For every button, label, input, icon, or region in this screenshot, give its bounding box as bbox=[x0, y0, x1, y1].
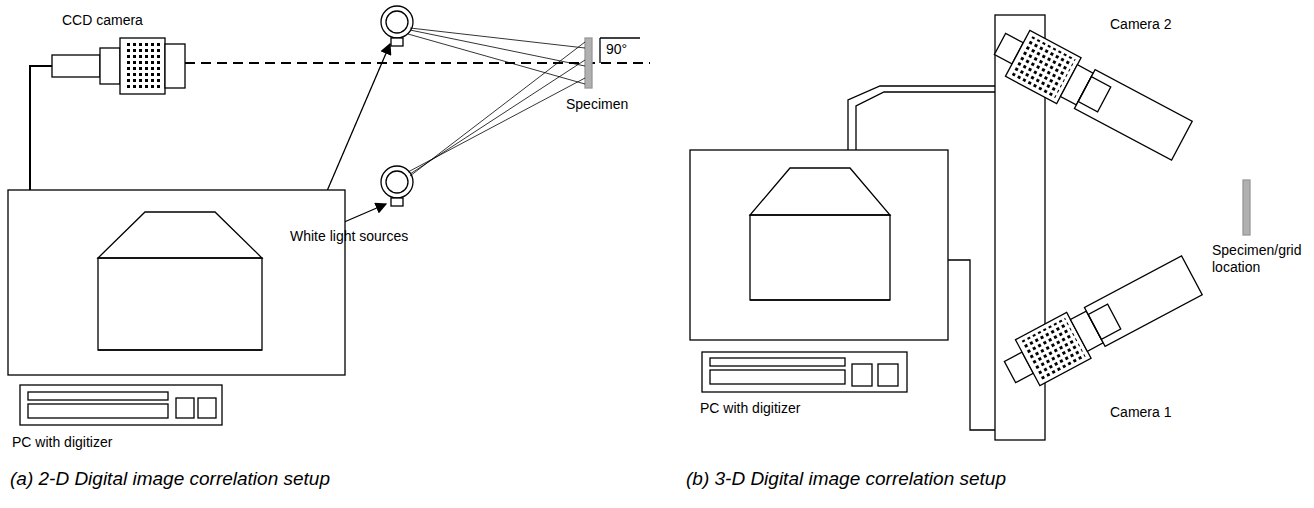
light-label: White light sources bbox=[290, 228, 408, 245]
camera-label: CCD camera bbox=[62, 12, 143, 29]
camera-label: Camera 1 bbox=[1110, 404, 1171, 421]
camera-label: Camera 2 bbox=[1110, 16, 1171, 33]
specimen-label: Specimen/grid location bbox=[1212, 242, 1308, 276]
pc-label: PC with digitizer bbox=[700, 400, 800, 417]
specimen-label: Specimen bbox=[566, 96, 628, 113]
pc-label: PC with digitizer bbox=[12, 434, 112, 451]
angle-label: 90° bbox=[606, 41, 627, 58]
caption: (b) 3-D Digital image correlation setup bbox=[686, 468, 1006, 491]
caption: (a) 2-D Digital image correlation setup bbox=[10, 468, 330, 491]
